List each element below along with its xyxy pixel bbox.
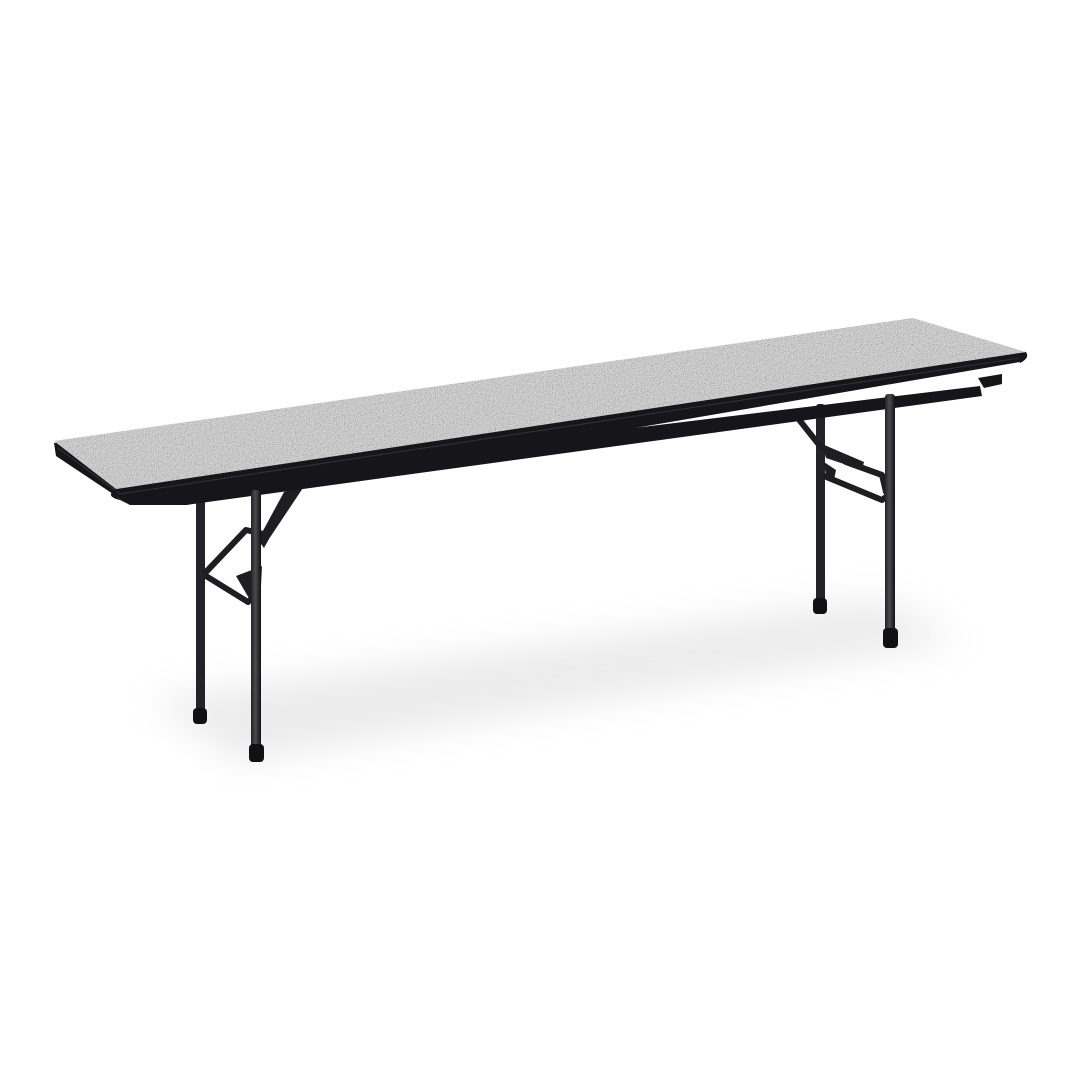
floor-shadow <box>150 600 960 760</box>
table-top <box>54 318 1028 505</box>
back-leg-left <box>193 500 207 724</box>
front-leg-left <box>249 490 264 762</box>
back-leg-right <box>813 404 827 614</box>
folding-brace-right <box>790 409 893 503</box>
front-leg-right <box>883 394 898 648</box>
